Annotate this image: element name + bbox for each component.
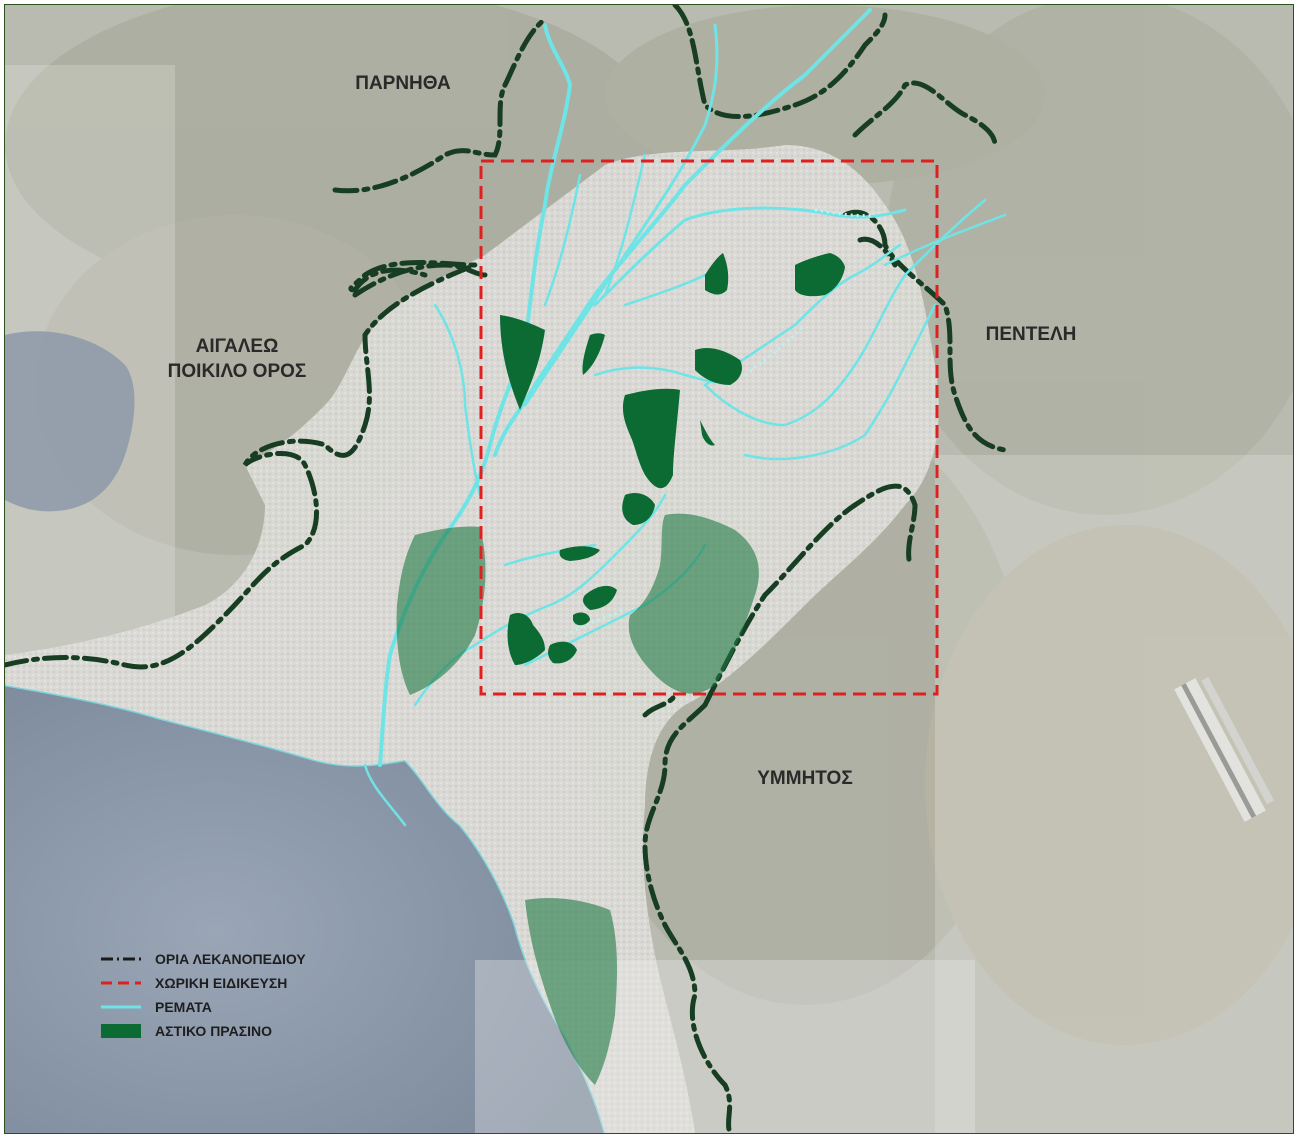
green-box-icon (101, 1024, 141, 1038)
legend-label: ΑΣΤΙΚΟ ΠΡΑΣΙΝΟ (155, 1023, 273, 1039)
map-canvas: ΠΑΡΝΗΘΑ ΑΙΓΑΛΕΩ ΠΟΙΚΙΛΟ ΟΡΟΣ ΠΕΝΤΕΛΗ ΥΜΜ… (5, 5, 1293, 1133)
stream-dotted-segments (564, 208, 876, 637)
map-frame: ΠΑΡΝΗΘΑ ΑΙΓΑΛΕΩ ΠΟΙΚΙΛΟ ΟΡΟΣ ΠΕΝΤΕΛΗ ΥΜΜ… (4, 4, 1294, 1134)
cyan-line-icon (101, 1005, 141, 1009)
west-gulf (5, 331, 135, 512)
legend-item-streams: ΡΕΜΑΤΑ (101, 995, 306, 1019)
legend-label: ΡΕΜΑΤΑ (155, 999, 212, 1015)
place-label-penteli: ΠΕΝΤΕΛΗ (986, 324, 1077, 345)
urban-green (500, 253, 845, 665)
sea-area (5, 685, 605, 1133)
dash-dot-line-icon (101, 957, 141, 961)
place-label-parnitha: ΠΑΡΝΗΘΑ (355, 73, 451, 94)
red-dashed-line-icon (101, 981, 141, 985)
legend-item-urban-green: ΑΣΤΙΚΟ ΠΡΑΣΙΝΟ (101, 1019, 306, 1043)
urban-green-parks (396, 513, 759, 1085)
legend-label: ΧΩΡΙΚΗ ΕΙΔΙΚΕΥΣΗ (155, 975, 288, 991)
map-legend: ΟΡΙΑ ΛΕΚΑΝΟΠΕΔΙΟΥ ΧΩΡΙΚΗ ΕΙΔΙΚΕΥΣΗ ΡΕΜΑΤ… (101, 947, 306, 1043)
legend-label: ΟΡΙΑ ΛΕΚΑΝΟΠΕΔΙΟΥ (155, 951, 306, 967)
study-area-boundary (479, 159, 939, 696)
place-label-poikilo-oros: ΠΟΙΚΙΛΟ ΟΡΟΣ (168, 361, 307, 382)
basin-boundary (5, 5, 1008, 1133)
legend-item-study-area: ΧΩΡΙΚΗ ΕΙΔΙΚΕΥΣΗ (101, 971, 306, 995)
airport (1174, 676, 1275, 822)
place-label-ymmitos: ΥΜΜΗΤΟΣ (757, 768, 853, 789)
legend-item-basin-boundary: ΟΡΙΑ ΛΕΚΑΝΟΠΕΔΙΟΥ (101, 947, 306, 971)
place-label-aigaleo: ΑΙΓΑΛΕΩ (196, 336, 279, 357)
